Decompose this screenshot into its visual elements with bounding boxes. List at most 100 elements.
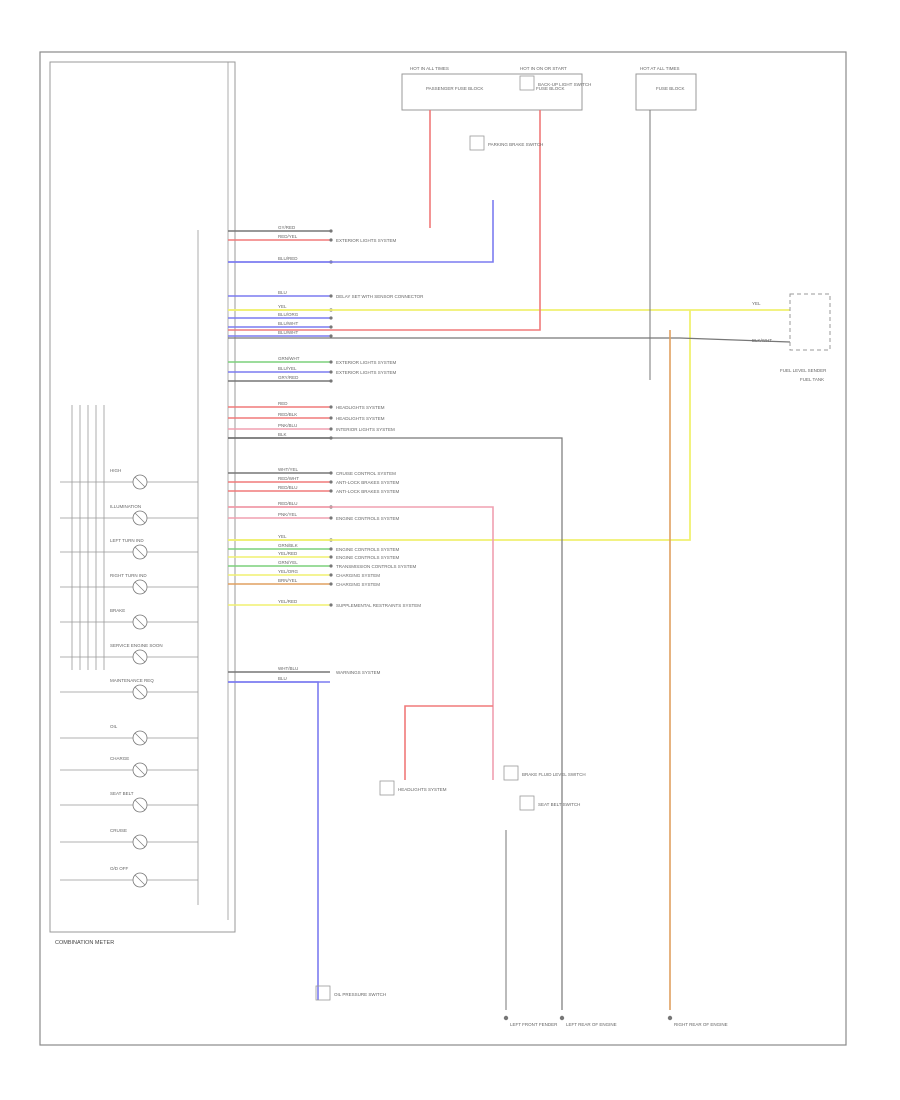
wire-destination: EXTERIOR LIGHTS SYSTEM — [336, 370, 397, 375]
wire-terminal — [329, 370, 333, 374]
lamp-label: MAINTENANCE REQ — [110, 678, 154, 683]
ground-label: LEFT FRONT FENDER — [510, 1022, 558, 1027]
lamp-filament — [134, 512, 146, 524]
wire-terminal — [329, 516, 333, 520]
wire-destination: DELAY SET WITH SENSOR CONNECTOR — [336, 294, 424, 299]
fuse-title: HOT IN ALL TIMES — [410, 66, 449, 71]
wire-color-label: WHT/BLU — [278, 666, 298, 671]
wire-destination: CHARGING SYSTEM — [336, 573, 380, 578]
fuse-feed-red-2 — [228, 110, 541, 331]
wire-color-label: GRN/BLK — [278, 543, 298, 548]
lamp-label: RIGHT TURN IND — [110, 573, 147, 578]
wire-destination: WARNINGS SYSTEM — [336, 670, 381, 675]
wire-color-label: RED — [278, 401, 288, 406]
lamp-filament — [134, 476, 146, 488]
wires: GY/RED RED/YEL EXTERIOR LIGHTS SYSTEM BLU/R… — [228, 110, 791, 1010]
lamp-label: CRUISE — [110, 828, 127, 833]
wire-color-label: BLU/WHT — [278, 330, 299, 335]
wire-terminal — [329, 573, 333, 577]
wire-terminal — [329, 416, 333, 420]
lamp-label: HIGH — [110, 468, 121, 473]
yellow-cross-wire — [228, 310, 691, 541]
wire-color-label: BRN/YEL — [278, 578, 298, 583]
ground-label: RIGHT REAR OF ENGINE — [674, 1022, 728, 1027]
wire-terminal — [329, 334, 333, 338]
wire-destination: ENGINE CONTROLS SYSTEM — [336, 555, 400, 560]
lamp-label: LEFT TURN IND — [110, 538, 144, 543]
wire-destination: CHARGING SYSTEM — [336, 582, 380, 587]
wire-destination: ANTI-LOCK BRAKES SYSTEM — [336, 480, 400, 485]
wire-destination: EXTERIOR LIGHTS SYSTEM — [336, 238, 397, 243]
fuse-title: HOT IN ON OR START — [520, 66, 567, 71]
wire-terminal — [329, 582, 333, 586]
yellow-wire-label: YEL — [752, 301, 761, 306]
lamp-label: OIL — [110, 724, 118, 729]
fuse-name: FUSE BLOCK — [536, 86, 565, 91]
lamp-filament — [134, 686, 146, 698]
ground-label: LEFT REAR OF ENGINE — [566, 1022, 617, 1027]
wire-destination: SUPPLEMENTAL RESTRAINTS SYSTEM — [336, 603, 421, 608]
diagram-frame — [39, 51, 847, 1046]
wire-color-label: BLU/RED — [278, 256, 298, 261]
black-wire-label: BLK/WHT — [752, 338, 772, 343]
lamp-filament — [134, 799, 146, 811]
wire-terminal — [329, 555, 333, 559]
fuse-box-3 — [635, 73, 697, 111]
pink-switch-wire — [228, 506, 494, 780]
red-headlight-wire — [404, 705, 493, 780]
component-symbol — [315, 985, 331, 1001]
wire-color-label: GRY/RED — [278, 375, 299, 380]
lamp-filament — [134, 616, 146, 628]
wire-terminal — [329, 325, 333, 329]
wire-destination: HEADLIGHTS SYSTEM — [336, 405, 385, 410]
cluster-lamps: HIGH ILLUMINATION LEFT TURN IND RIGHT TURN … — [60, 405, 198, 888]
wire-color-label: BLU/YEL — [278, 366, 297, 371]
wire-destination: INTERIOR LIGHTS SYSTEM — [336, 427, 395, 432]
wire-color-label: GRN/WHT — [278, 356, 300, 361]
lamp-filament — [134, 651, 146, 663]
wire-color-label: BLU/ORG — [278, 312, 299, 317]
wire-terminal — [329, 427, 333, 431]
component-label: OIL PRESSURE SWITCH — [334, 992, 386, 997]
wire-terminal — [329, 405, 333, 409]
wire-color-label: RED/YEL — [278, 234, 298, 239]
wire-terminal — [329, 564, 333, 568]
wire-terminal — [329, 238, 333, 242]
fuel-sender-label: FUEL LEVEL SENDER — [780, 368, 827, 373]
wire-color-label: GRN/YEL — [278, 560, 298, 565]
lamp-label: ILLUMINATION — [110, 504, 141, 509]
component-label: PARKING BRAKE SWITCH — [488, 142, 543, 147]
wire-terminal — [329, 360, 333, 364]
cluster-caption: COMBINATION METER — [55, 940, 114, 946]
wire-terminal — [329, 316, 333, 320]
lamp-filament — [134, 581, 146, 593]
wire-terminal — [329, 294, 333, 298]
blue-bottom-wire — [228, 681, 319, 1000]
component-symbol — [503, 765, 519, 781]
lamp-filament — [134, 546, 146, 558]
lamp-filament — [134, 764, 146, 776]
fuel-tank-label: FUEL TANK — [800, 377, 824, 382]
fuse-box-1 — [401, 73, 583, 111]
wire-color-label: GY/RED — [278, 225, 296, 230]
component-symbol — [519, 75, 535, 91]
wire-destination: ENGINE CONTROLS SYSTEM — [336, 516, 400, 521]
wire-color-label: WHT/YEL — [278, 467, 298, 472]
component-label: HEADLIGHTS SYSTEM — [398, 787, 447, 792]
fuel-level-sender: FUEL LEVEL SENDER FUEL TANK — [780, 293, 831, 382]
wire-destination: EXTERIOR LIGHTS SYSTEM — [336, 360, 397, 365]
wire-destination: HEADLIGHTS SYSTEM — [336, 416, 385, 421]
wire-terminal — [329, 471, 333, 475]
component-symbol — [469, 135, 485, 151]
wire-color-label: RED/WHT — [278, 476, 299, 481]
wire-terminal — [329, 379, 333, 383]
wire-color-label: BLU — [278, 290, 287, 295]
wire-color-label: YEL/RED — [278, 551, 298, 556]
wire-color-label: BLK — [278, 432, 287, 437]
wire-terminal — [329, 603, 333, 607]
wire-color-label: RED/BLK — [278, 412, 297, 417]
wire-color-label: YEL — [278, 304, 287, 309]
wire-terminal — [329, 489, 333, 493]
